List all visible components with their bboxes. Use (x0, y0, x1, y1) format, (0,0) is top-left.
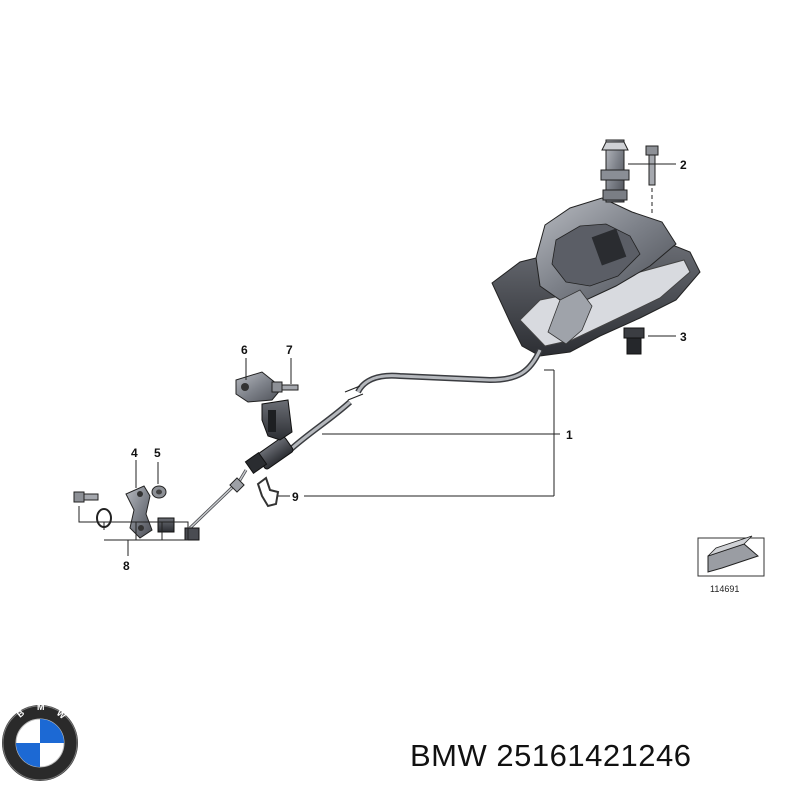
callouts: 1 2 3 4 5 6 7 8 9 (123, 158, 687, 573)
selector-cable (188, 348, 543, 530)
callout-9: 9 (292, 490, 299, 504)
gear-selector-housing (491, 139, 701, 357)
callout-1: 1 (566, 428, 573, 442)
bolt-part-7 (271, 381, 299, 393)
bmw-logo: B M W (2, 702, 78, 781)
callout-4: 4 (131, 446, 138, 460)
part-number-caption: BMW 25161421246 (410, 738, 692, 773)
callout-7: 7 (286, 343, 293, 357)
callout-3: 3 (680, 330, 687, 344)
svg-text:M: M (37, 702, 45, 712)
nut-part-5 (151, 485, 167, 499)
callout-6: 6 (241, 343, 248, 357)
lever-part-4 (125, 485, 153, 539)
reference-arrow-box: 114691 (697, 535, 765, 594)
grommet-part-3 (623, 327, 645, 355)
callout-5: 5 (154, 446, 161, 460)
bolt-part-2 (645, 145, 659, 214)
leader-lines (78, 163, 676, 556)
bracket-part-6 (235, 371, 293, 441)
reference-number: 114691 (710, 584, 739, 594)
svg-text:B: B (15, 707, 27, 719)
callout-2: 2 (680, 158, 687, 172)
clip-part-9 (256, 476, 280, 508)
callout-8: 8 (123, 559, 130, 573)
